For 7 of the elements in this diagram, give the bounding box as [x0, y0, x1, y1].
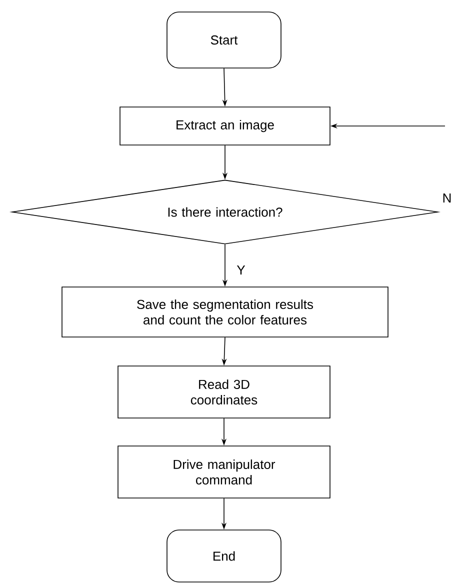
process-box: Save the segmentation results and count the color features: [62, 286, 388, 338]
terminal-box: End: [166, 530, 282, 582]
process-box: Drive manipulator command: [118, 446, 330, 498]
edge-label: Y: [236, 266, 246, 274]
terminal-box: Start: [166, 12, 282, 68]
process-box: Extract an image: [120, 106, 330, 146]
process-box: Read 3D coordinates: [118, 366, 330, 418]
